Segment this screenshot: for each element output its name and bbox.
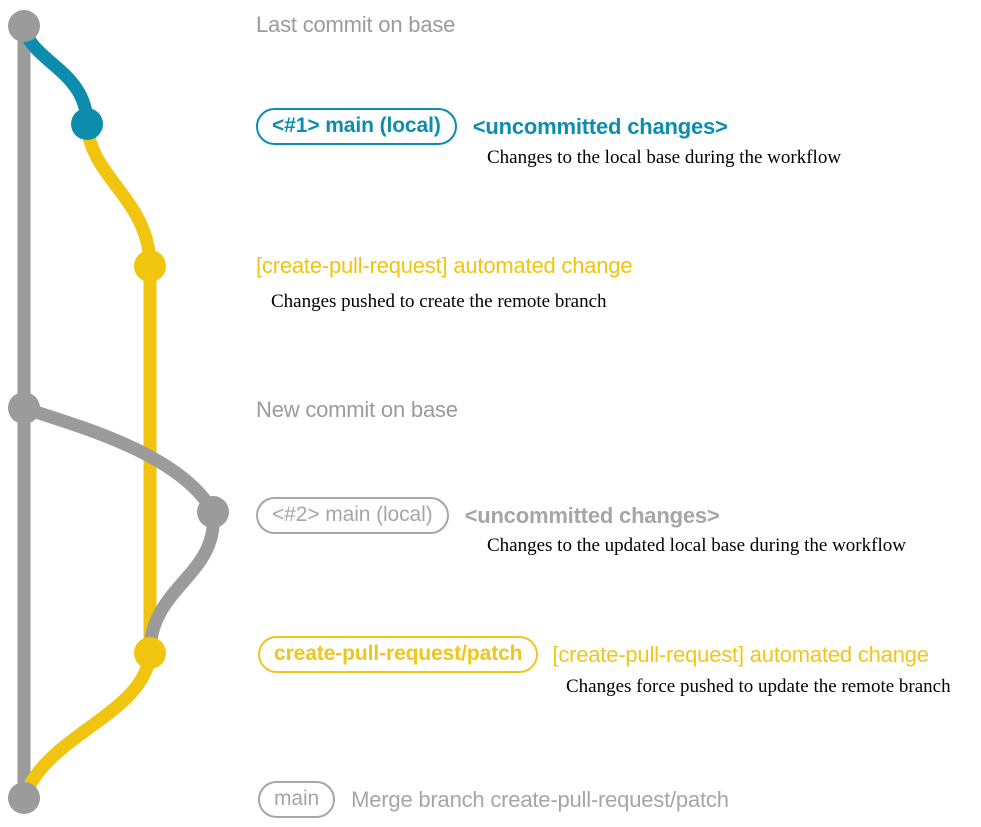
headline-local-main-1: <uncommitted changes> [472, 113, 728, 139]
entry-automated-change-2: create-pull-request/patch [create-pull-r… [258, 636, 929, 673]
node-local-main-2[interactable] [197, 496, 229, 528]
headline-automated-change-1: [create-pull-request] automated change [256, 253, 633, 278]
headline-local-main-2: <uncommitted changes> [464, 502, 720, 528]
headline-automated-change-2: [create-pull-request] automated change [552, 641, 929, 667]
node-new-commit-on-base[interactable] [8, 392, 40, 424]
subtext-local-main-2: Changes to the updated local base during… [487, 535, 906, 556]
edge-local-2-to-patch-2 [143, 505, 220, 660]
edge-patch-2-to-merge [17, 646, 157, 805]
edge-base-to-local-2 [17, 401, 220, 519]
node-merge-commit[interactable] [8, 782, 40, 814]
headline-merge-commit: Merge branch create-pull-request/patch [351, 786, 729, 812]
entry-merge-commit: main Merge branch create-pull-request/pa… [258, 781, 729, 818]
subtext-automated-change-1: Changes pushed to create the remote bran… [271, 291, 607, 312]
node-local-main-1[interactable] [71, 108, 103, 140]
node-automated-change-1[interactable] [134, 250, 166, 282]
subtext-automated-change-2: Changes force pushed to update the remot… [566, 676, 951, 697]
edge-base-to-local-1 [17, 19, 94, 131]
badge-local-main-1[interactable]: <#1> main (local) [256, 108, 457, 145]
badge-main[interactable]: main [258, 781, 336, 818]
entry-last-commit-on-base: Last commit on base [256, 14, 455, 36]
badge-local-main-2[interactable]: <#2> main (local) [256, 497, 449, 534]
entry-automated-change-1: [create-pull-request] automated change [256, 253, 633, 278]
entry-local-main-2: <#2> main (local) <uncommitted changes> [256, 497, 720, 534]
edge-local-1-to-patch-1 [80, 117, 157, 273]
headline-last-commit-on-base: Last commit on base [256, 12, 456, 37]
entry-local-main-1: <#1> main (local) <uncommitted changes> [256, 108, 728, 145]
node-last-commit-on-base[interactable] [8, 10, 40, 42]
subtext-local-main-1: Changes to the local base during the wor… [487, 147, 842, 168]
entry-new-commit-on-base: New commit on base [256, 399, 458, 421]
node-automated-change-2[interactable] [134, 637, 166, 669]
headline-new-commit-on-base: New commit on base [256, 397, 458, 422]
badge-create-pull-request-patch[interactable]: create-pull-request/patch [258, 636, 539, 673]
